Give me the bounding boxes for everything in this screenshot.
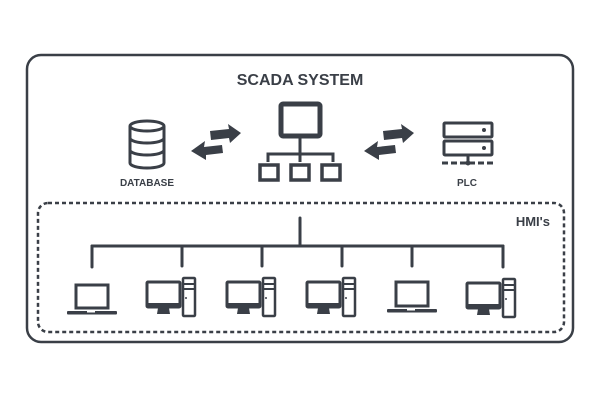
- hmi-group-frame: [36, 201, 566, 334]
- desktop-computer-icon: [145, 276, 197, 318]
- desktop-computer-icon: [225, 276, 277, 318]
- hmi-bus: [90, 216, 505, 269]
- diagram-title: SCADA SYSTEM: [237, 72, 364, 89]
- desktop-computer-icon: [305, 276, 357, 318]
- exchange-arrows-icon: [364, 124, 414, 160]
- server-rack-icon: [442, 121, 494, 166]
- desktop-computer-icon: [465, 277, 517, 319]
- network-hierarchy-icon: [258, 101, 342, 182]
- hmi-group-label: HMI's: [516, 214, 550, 229]
- database-label: DATABASE: [120, 178, 174, 189]
- exchange-arrows-icon: [191, 124, 241, 160]
- database-icon: [128, 119, 166, 170]
- laptop-icon: [67, 283, 117, 315]
- scada-system-frame: [25, 53, 575, 344]
- plc-label: PLC: [457, 178, 477, 189]
- laptop-icon: [387, 280, 437, 313]
